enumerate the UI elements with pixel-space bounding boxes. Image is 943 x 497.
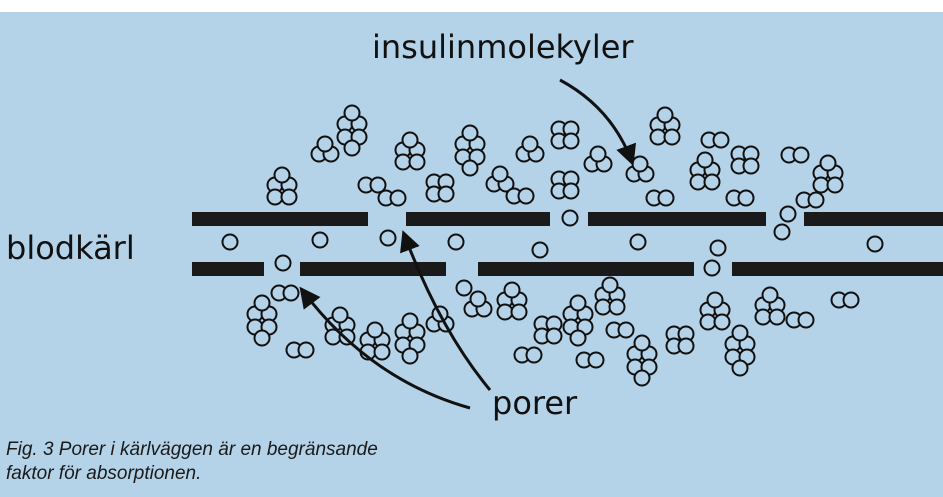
insulin-molecule (563, 211, 578, 226)
caption-line-2: faktor för absorptionen. (6, 462, 526, 486)
insulin-molecule (552, 122, 579, 149)
insulin-molecule (782, 148, 809, 163)
wall-segment (588, 212, 766, 226)
insulin-molecule (515, 348, 542, 363)
insulin-molecule (381, 231, 396, 246)
insulin-molecule (868, 237, 883, 252)
insulin-molecule (702, 133, 729, 148)
wall-segment (732, 262, 943, 276)
insulin-molecule (711, 241, 726, 256)
wall-segment (804, 212, 943, 226)
insulin-molecule (427, 175, 454, 202)
caption: Fig. 3 Porer i kärlväggen är en begränsa… (6, 438, 526, 486)
label-pores: porer (492, 384, 578, 422)
vessel-bottom-wall (192, 262, 943, 276)
insulin-molecule (276, 256, 291, 271)
insulin-molecule (379, 191, 406, 206)
insulin-molecule (647, 191, 674, 206)
insulin-molecule (359, 178, 386, 193)
label-blood-vessel: blodkärl (6, 229, 135, 267)
label-insulin-molecules: insulinmolekyler (372, 28, 634, 66)
insulin-molecule (781, 207, 796, 222)
insulin-molecule (797, 193, 824, 208)
insulin-molecule (457, 281, 472, 296)
insulin-molecule (727, 191, 754, 206)
insulin-molecule (577, 353, 604, 368)
insulin-molecule (313, 233, 328, 248)
insulin-molecule (535, 317, 562, 344)
wall-segment (192, 212, 368, 226)
wall-segment (300, 262, 446, 276)
insulin-molecule (832, 293, 859, 308)
insulin-molecule (287, 343, 314, 358)
insulin-molecule (533, 243, 548, 258)
insulin-molecule (607, 323, 634, 338)
insulin-molecule (552, 172, 579, 199)
insulin-molecule (775, 225, 790, 240)
insulin-molecule (732, 147, 759, 174)
wall-segment (478, 262, 694, 276)
insulin-molecule (667, 327, 694, 354)
wall-segment (406, 212, 550, 226)
insulin-molecule (272, 286, 299, 301)
insulin-molecule (787, 313, 814, 328)
insulin-molecule (223, 235, 238, 250)
wall-segment (192, 262, 264, 276)
insulin-molecule (507, 189, 534, 204)
insulin-molecule (631, 235, 646, 250)
caption-line-1: Fig. 3 Porer i kärlväggen är en begränsa… (6, 438, 526, 462)
insulin-molecule (705, 261, 720, 276)
insulin-molecule (449, 235, 464, 250)
panel-background (0, 12, 943, 497)
